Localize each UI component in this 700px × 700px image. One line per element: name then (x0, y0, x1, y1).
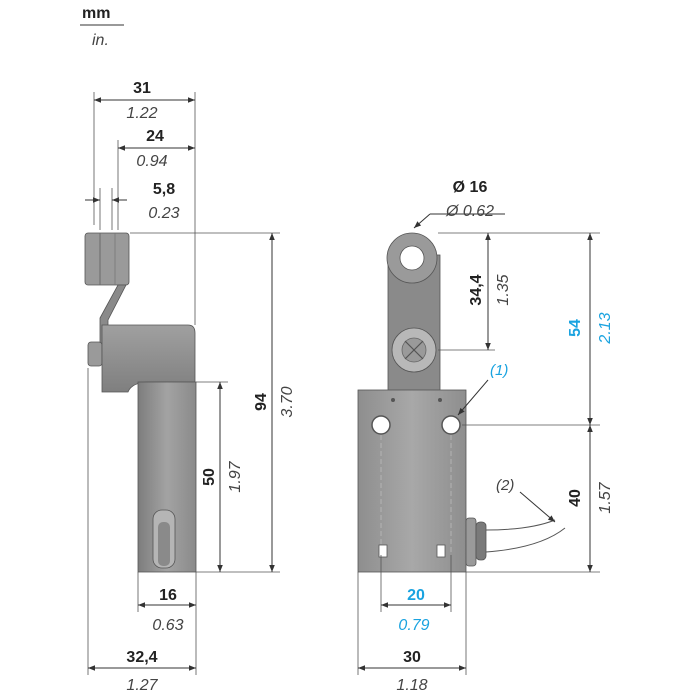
unit-mm-label: mm (82, 5, 110, 22)
mounting-hole-left (371, 415, 391, 435)
dim-34-4-mm: 34,4 (468, 274, 485, 305)
dim-5-8-in: 0.23 (148, 205, 179, 222)
cable-gland (465, 517, 477, 567)
dim-50-in: 1.97 (227, 460, 244, 492)
dim-30-mm: 30 (403, 649, 421, 666)
callout-1: (1) (490, 362, 508, 379)
dim-32-4-in: 1.27 (126, 677, 158, 694)
dim-20-in: 0.79 (398, 617, 429, 634)
dim-31-in: 1.22 (126, 105, 157, 122)
dim-dia16-in: Ø 0.62 (445, 203, 494, 220)
side-view: 31 1.22 24 0.94 5,8 0.23 50 1.97 94 3.70… (84, 80, 296, 694)
dim-34-4-in: 1.35 (495, 274, 512, 305)
side-pivot (87, 341, 103, 367)
dim-dia16-mm: Ø 16 (453, 179, 488, 196)
dim-54-in: 2.13 (597, 312, 614, 344)
dim-94-in: 3.70 (279, 386, 296, 417)
dim-40-in: 1.57 (597, 481, 614, 513)
callout-2: (2) (496, 477, 514, 494)
dim-24-mm: 24 (146, 128, 164, 145)
dim-20-mm: 20 (407, 587, 425, 604)
unit-in-label: in. (92, 32, 109, 49)
dim-50-mm: 50 (201, 468, 218, 486)
dim-54-mm: 54 (567, 319, 584, 337)
dim-30-in: 1.18 (396, 677, 427, 694)
dim-16-mm: 16 (159, 587, 177, 604)
dim-31-mm: 31 (133, 80, 151, 97)
dim-32-4-mm: 32,4 (126, 649, 157, 666)
mounting-hole-right (441, 415, 461, 435)
side-roller (84, 232, 130, 286)
dim-94-mm: 94 (253, 393, 270, 411)
dim-16-in: 0.63 (152, 617, 183, 634)
cable (485, 519, 556, 531)
dim-5-8-mm: 5,8 (153, 181, 175, 198)
front-view: Ø 16 Ø 0.62 34,4 1.35 54 2.13 40 1.57 (1… (357, 179, 614, 694)
dim-40-mm: 40 (567, 489, 584, 507)
unit-legend: mm in. (80, 5, 124, 49)
dim-24-in: 0.94 (136, 153, 167, 170)
